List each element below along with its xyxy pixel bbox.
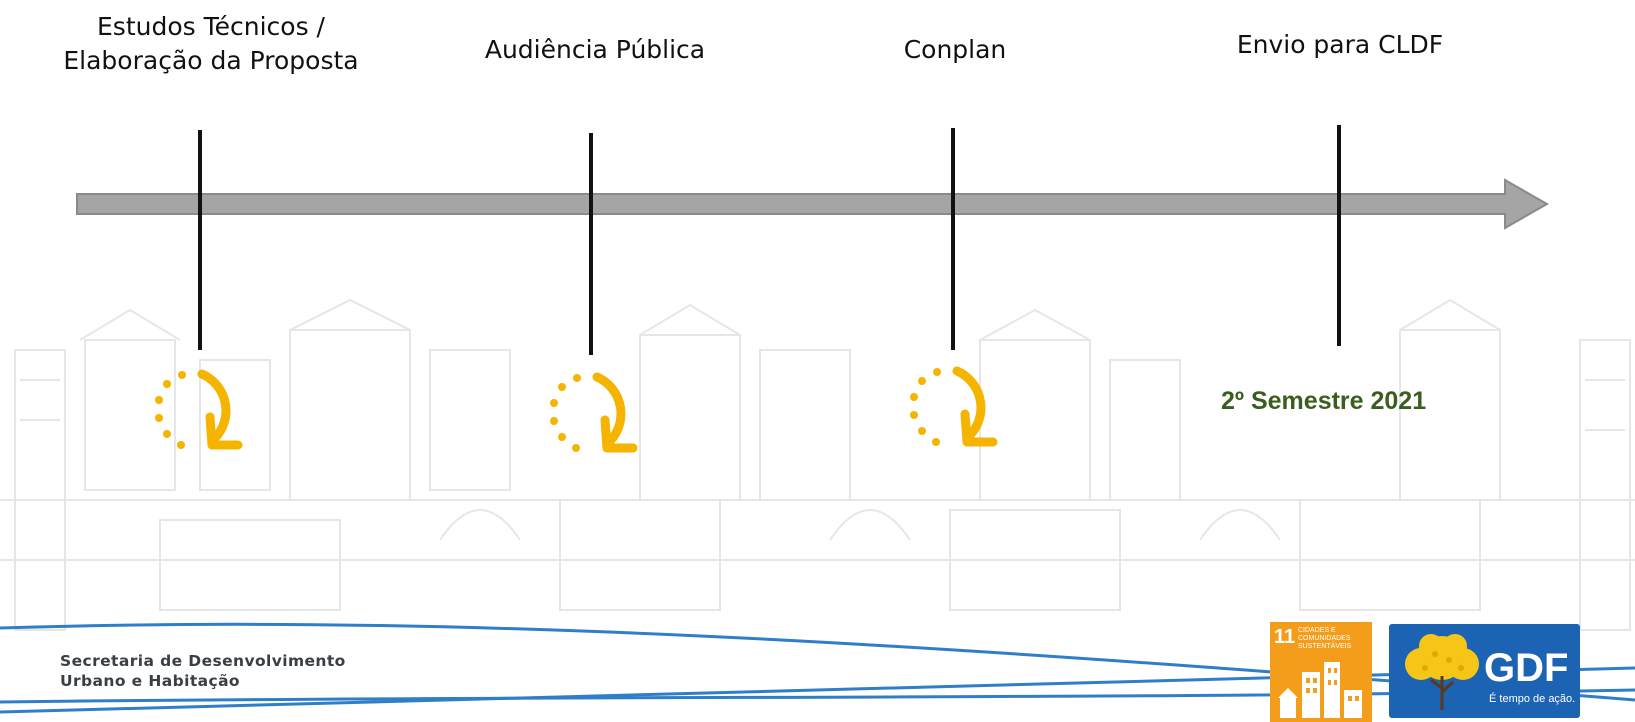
stage-1-label-line1: Estudos Técnicos / — [97, 12, 325, 41]
stage-3-circular-arrow-icon — [910, 366, 998, 447]
sdg-text-line3: SUSTENTÁVEIS — [1298, 643, 1352, 650]
stage-4-status-text: 2º Semestre 2021 — [1221, 387, 1427, 415]
stage-2-circular-arrow-icon — [550, 372, 638, 453]
stage-2-label: Audiência Pública — [440, 33, 750, 67]
stage-3-label: Conplan — [855, 33, 1055, 67]
stage-1-circular-arrow-icon — [155, 369, 243, 450]
stage-1-connector-line — [198, 130, 202, 350]
ipe-tree-icon — [1405, 634, 1479, 710]
stage-2-connector-line — [589, 133, 593, 355]
sdg-text-line2: COMUNIDADES — [1298, 635, 1351, 642]
sdg-number: 11 — [1274, 626, 1296, 648]
stage-3-connector-line — [951, 128, 955, 350]
gdf-logo: GDF É tempo de ação. — [1389, 624, 1580, 718]
stage-4-label-line1: Envio para CLDF — [1236, 30, 1444, 59]
gdf-title: GDF — [1484, 646, 1569, 690]
gdf-slogan: É tempo de ação. — [1489, 693, 1576, 705]
secretaria-line1: Secretaria de Desenvolvimento — [60, 652, 346, 670]
sdg-text: CIDADES E COMUNIDADES SUSTENTÁVEIS — [1298, 627, 1368, 651]
timeline-arrow — [76, 178, 1550, 230]
stage-4-label: Envio para CLDF — [1200, 28, 1480, 62]
sdg-text-line1: CIDADES E — [1298, 627, 1336, 634]
stage-4-connector-line — [1337, 125, 1341, 346]
secretaria-name: Secretaria de Desenvolvimento Urbano e H… — [60, 651, 346, 691]
stage-2-label-line1: Audiência Pública — [484, 35, 706, 64]
secretaria-line2: Urbano e Habitação — [60, 672, 240, 690]
sdg-11-badge: 11 CIDADES E COMUNIDADES SUSTENTÁVEIS — [1270, 622, 1372, 722]
city-buildings-icon — [1278, 662, 1362, 718]
stage-1-label: Estudos Técnicos / Elaboração da Propost… — [51, 10, 371, 78]
stage-1-label-line2: Elaboração da Proposta — [63, 46, 359, 75]
stage-3-label-line1: Conplan — [903, 35, 1007, 64]
